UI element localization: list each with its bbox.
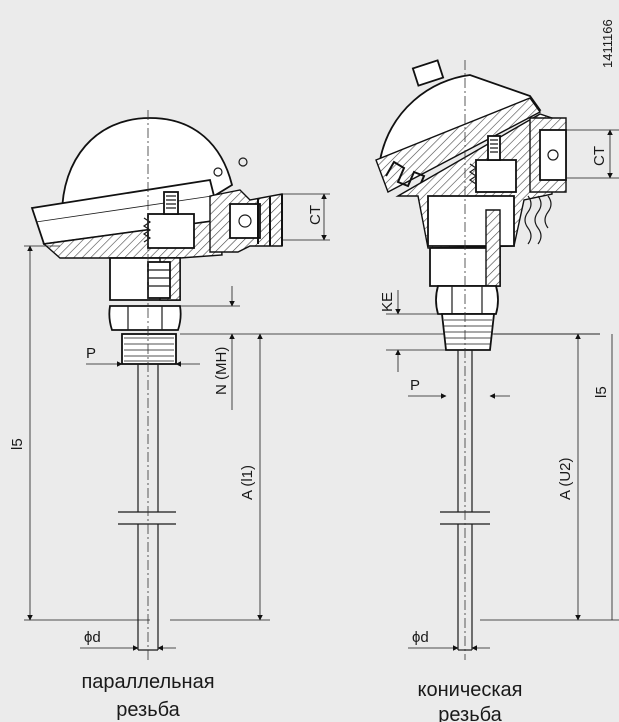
left-dimensions: l5 A (l1) N (MH) P CT ϕd	[9, 193, 600, 651]
right-label-d: ϕd	[412, 629, 429, 646]
right-caption-line2: резьба	[438, 704, 502, 722]
left-label-l5: l5	[9, 438, 26, 450]
right-stem	[457, 350, 473, 650]
left-label-A: A (l1)	[239, 465, 256, 500]
right-caption-line1: коническая	[418, 679, 523, 701]
left-stem	[137, 364, 159, 650]
right-label-KE: KE	[379, 292, 396, 312]
left-label-N: N (MH)	[213, 347, 230, 395]
left-caption-line1: параллельная	[81, 671, 214, 693]
left-sensor-parallel	[30, 110, 283, 660]
right-terminal-block	[475, 159, 517, 193]
right-hex-nut	[435, 285, 499, 315]
right-label-CT: CT	[591, 146, 608, 166]
right-dimensions: A (U2) l5 KE P CT ϕd	[379, 129, 619, 651]
left-label-CT: CT	[307, 205, 324, 225]
right-label-A: A (U2)	[557, 457, 574, 500]
right-chain	[524, 195, 552, 245]
left-label-P: P	[86, 345, 96, 362]
right-sensor-tapered	[375, 59, 567, 660]
left-label-d: ϕd	[84, 629, 101, 646]
right-label-l5: l5	[593, 386, 610, 398]
document-id: 1411166	[600, 19, 615, 68]
left-terminal-block	[147, 213, 195, 249]
right-label-P: P	[410, 377, 420, 394]
left-parallel-thread	[121, 333, 177, 365]
left-caption-line2: резьба	[116, 699, 180, 721]
left-hex-nut	[108, 305, 182, 331]
